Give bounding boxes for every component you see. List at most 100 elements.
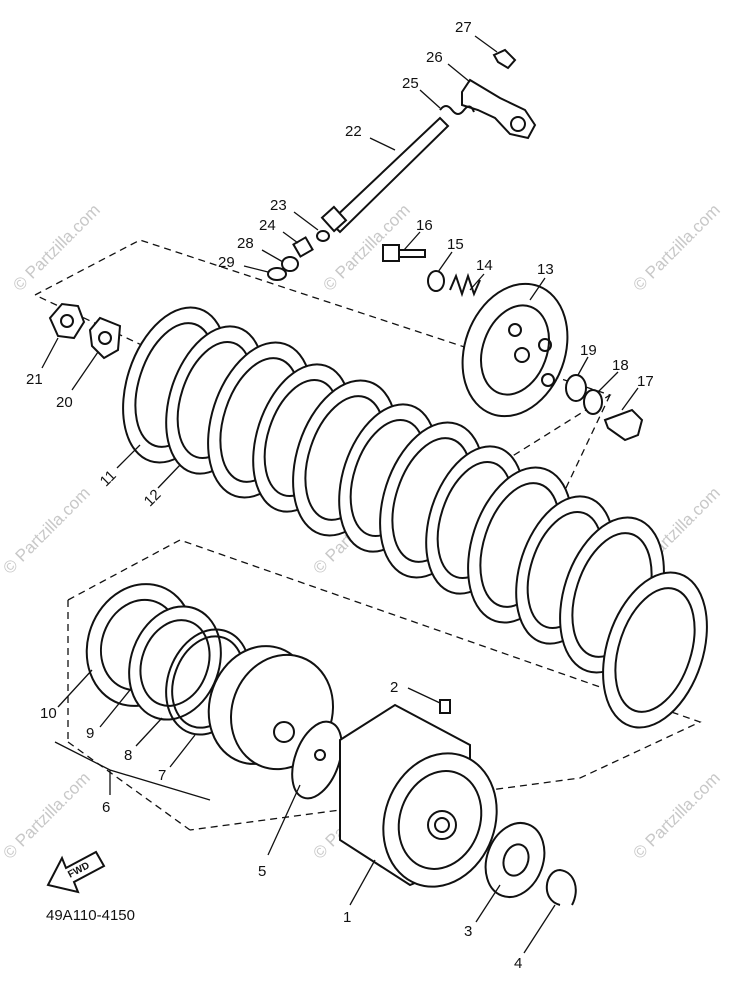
leader-27 <box>474 35 498 53</box>
callout-29: 29 <box>218 254 235 271</box>
callout-4: 4 <box>514 955 522 972</box>
callout-20: 20 <box>56 394 73 411</box>
callout-27: 27 <box>455 19 472 36</box>
leader-lines <box>41 35 639 954</box>
collar-2 <box>439 699 451 714</box>
leader-29 <box>243 265 269 273</box>
leader-13 <box>529 277 546 301</box>
clutch-housing-group <box>339 699 498 888</box>
callout-11: 11 <box>97 467 120 490</box>
callout-1: 1 <box>343 909 351 926</box>
callout-22: 22 <box>345 123 362 140</box>
washer-20 <box>88 316 122 360</box>
washer-23 <box>316 230 330 242</box>
leader-3 <box>475 884 501 923</box>
pressure-plate-13-inner <box>480 304 550 396</box>
callout-17: 17 <box>637 373 654 390</box>
leader-15 <box>437 251 453 273</box>
circlip-4 <box>545 868 577 906</box>
callouts: 27 26 25 22 23 24 28 29 16 15 14 13 19 1… <box>26 19 654 972</box>
callout-12: 12 <box>141 486 165 510</box>
plate-outer <box>602 571 708 729</box>
leader-25 <box>419 89 441 109</box>
leader-4 <box>523 904 556 954</box>
spring-25 <box>439 105 475 115</box>
clutch-housing-1-bore <box>434 817 450 833</box>
clutch-boss-6-hub <box>273 721 295 743</box>
leader-9 <box>99 689 131 728</box>
leader-28 <box>261 249 284 263</box>
leader-12 <box>157 464 181 489</box>
push-rod-17 <box>603 408 644 442</box>
diagram-part-number: 49A110-4150 <box>46 907 135 924</box>
callout-15: 15 <box>447 236 464 253</box>
nut-28 <box>281 256 299 272</box>
fwd-arrow: FWD <box>46 850 106 894</box>
push-lever-assembly <box>320 48 537 234</box>
callout-3: 3 <box>464 923 472 940</box>
spring-14 <box>449 272 481 298</box>
callout-18: 18 <box>612 357 629 374</box>
leader-20 <box>71 351 99 391</box>
pressure-plate-13-group <box>461 282 644 442</box>
fwd-arrow-shape <box>46 850 106 894</box>
bearing-24 <box>292 236 314 258</box>
leader-22 <box>369 137 396 151</box>
lower-assembly-box-link <box>67 741 191 831</box>
upper-plate-stack <box>122 306 708 729</box>
friction-plate-last <box>602 571 708 729</box>
pressure-plate-13-hole-d <box>541 373 555 387</box>
leader-18 <box>597 371 619 393</box>
callout-25: 25 <box>402 75 419 92</box>
watermark-left-mid: © Partzilla.com <box>0 483 94 577</box>
callout-6: 6 <box>102 799 110 816</box>
leader-23 <box>293 211 319 231</box>
watermark-left-low: © Partzilla.com <box>0 768 94 862</box>
callout-26: 26 <box>426 49 443 66</box>
pressure-plate-13 <box>461 282 569 418</box>
watermark-right-top: © Partzilla.com <box>629 200 723 294</box>
leader-2 <box>407 687 441 704</box>
bracket-6 <box>54 741 211 801</box>
callout-2: 2 <box>390 679 398 696</box>
washer-20-bore <box>98 331 112 345</box>
callout-8: 8 <box>124 747 132 764</box>
plate-5-bore <box>314 749 326 761</box>
callout-13: 13 <box>537 261 554 278</box>
lower-plate-group <box>85 583 251 736</box>
leader-26 <box>447 63 471 83</box>
leader-10 <box>57 669 93 708</box>
callout-7: 7 <box>158 767 166 784</box>
pressure-plate-13-hole-b <box>538 338 552 352</box>
leader-5 <box>267 784 301 856</box>
lever-26-boss <box>510 116 526 132</box>
nut-21 <box>48 302 86 340</box>
hub-nut-group <box>48 302 122 360</box>
callout-10: 10 <box>40 705 57 722</box>
clutch-boss-group <box>207 645 343 800</box>
leader-24 <box>282 231 299 244</box>
callout-16: 16 <box>416 217 433 234</box>
watermark-right-low: © Partzilla.com <box>629 768 723 862</box>
drive-gear-group <box>484 822 577 906</box>
bolt-16-head <box>382 244 400 262</box>
leader-19 <box>577 356 589 376</box>
callout-21: 21 <box>26 371 43 388</box>
gear-3-hub <box>502 843 530 877</box>
plate-inner <box>139 619 211 707</box>
callout-24: 24 <box>259 217 276 234</box>
leader-7 <box>169 734 196 768</box>
bolt-16-shank <box>398 249 426 258</box>
watermark-left-top: © Partzilla.com <box>9 200 103 294</box>
plate-inner <box>614 587 696 713</box>
leader-21 <box>41 337 59 369</box>
leader-11 <box>116 444 141 469</box>
pressure-plate-13-hole-c <box>508 323 522 337</box>
washer-29 <box>267 267 287 281</box>
leader-8 <box>135 717 163 747</box>
pressure-plate-13-hole-a <box>514 347 530 363</box>
clip-27 <box>492 48 517 70</box>
callout-23: 23 <box>270 197 287 214</box>
callout-19: 19 <box>580 342 597 359</box>
